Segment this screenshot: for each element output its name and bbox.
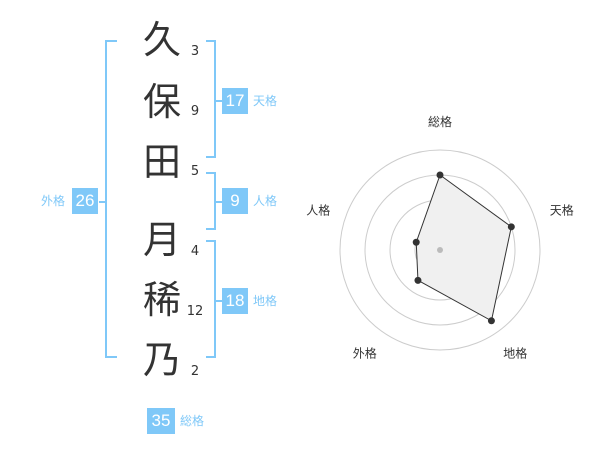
chikaku-bracket	[206, 240, 216, 358]
name-char-2: 保	[142, 80, 181, 124]
radar-point-2	[487, 317, 495, 325]
gaikaku-label: 外格	[41, 194, 66, 208]
name-char-1: 久	[142, 18, 181, 62]
jinkaku-label: 人格	[253, 194, 278, 208]
radar-polygon	[415, 174, 512, 322]
gaikaku-value: 26	[72, 188, 98, 214]
radar-point-3	[414, 276, 422, 284]
chikaku-tick	[216, 300, 222, 302]
tenkaku-bracket	[206, 40, 216, 158]
radar-axis-label-4: 人格	[306, 202, 330, 217]
radar-axis-label-2: 地格	[503, 346, 527, 361]
stroke-count-1: 3	[190, 44, 200, 59]
jinkaku-value: 9	[222, 188, 248, 214]
name-char-4: 月	[142, 218, 181, 262]
radar-axis-label-3: 外格	[353, 346, 377, 361]
chikaku-label: 地格	[253, 294, 278, 308]
jinkaku-tick	[216, 201, 222, 203]
gaikaku-tick	[99, 201, 105, 203]
soukaku-value: 35	[147, 408, 175, 434]
name-char-3: 田	[142, 140, 181, 184]
chikaku-value: 18	[222, 288, 248, 314]
soukaku-label: 総格	[180, 414, 205, 428]
radar-ring-4	[339, 149, 541, 351]
radar-axis-label-0: 総格	[428, 114, 452, 129]
radar-center-dot	[437, 247, 443, 253]
stroke-count-5: 12	[186, 304, 204, 319]
stroke-count-3: 5	[190, 164, 200, 179]
stroke-count-6: 2	[190, 364, 200, 379]
jinkaku-bracket	[206, 172, 216, 230]
name-char-5: 稀	[142, 278, 181, 322]
radar-point-4	[412, 238, 420, 246]
tenkaku-tick	[216, 100, 222, 102]
radar-axis-label-1: 天格	[550, 202, 574, 217]
name-char-6: 乃	[142, 338, 181, 382]
tenkaku-value: 17	[222, 88, 248, 114]
radar-point-0	[436, 171, 444, 179]
stroke-count-4: 4	[190, 244, 200, 259]
radar-point-1	[507, 223, 515, 231]
stroke-count-2: 9	[190, 104, 200, 119]
tenkaku-label: 天格	[253, 94, 278, 108]
gaikaku-bracket	[105, 40, 117, 358]
